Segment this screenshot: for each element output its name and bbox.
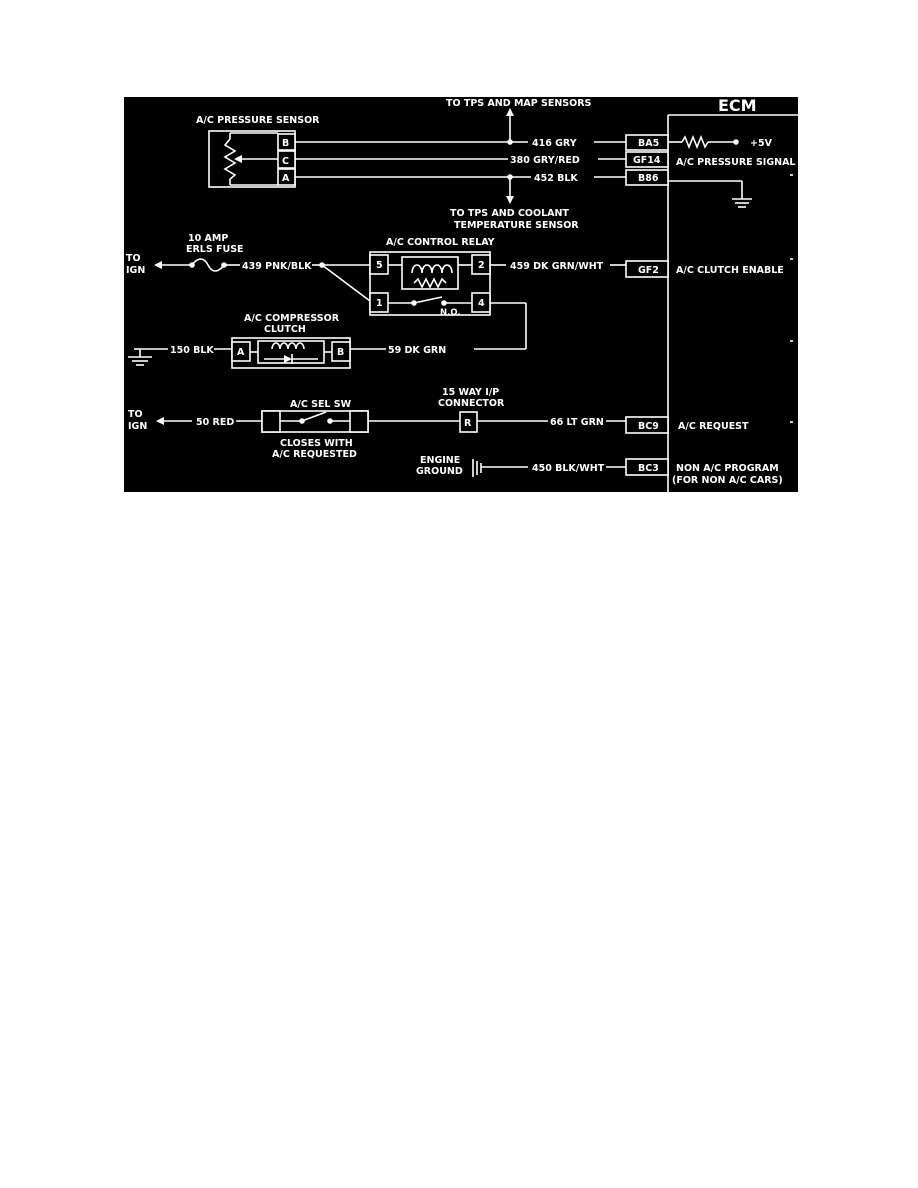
to-ign-1-line2: IGN xyxy=(126,265,145,276)
to-ign-1-line1: TO xyxy=(126,253,141,264)
control-relay: A/C CONTROL RELAY 5 2 1 4 N.O. 459 DK GR… xyxy=(369,237,626,350)
relay-pin-2-label: 2 xyxy=(478,260,485,271)
clutch-coil-icon xyxy=(271,342,305,350)
non-ac-program-line2: (FOR NON A/C CARS) xyxy=(672,475,783,486)
arrow-left-icon xyxy=(154,261,162,269)
clutch-diode-icon xyxy=(284,355,292,363)
to-ign-2-line1: TO xyxy=(128,409,143,420)
ecm-pin-gf2-label: GF2 xyxy=(638,265,659,276)
relay-no-label: N.O. xyxy=(440,308,461,318)
control-relay-label: A/C CONTROL RELAY xyxy=(386,237,495,248)
ac-request-label: A/C REQUEST xyxy=(678,421,749,432)
sel-switch-note-line2: A/C REQUESTED xyxy=(272,449,357,460)
ecm-pin-bc9 xyxy=(625,416,669,434)
pressure-signal-label: A/C PRESSURE SIGNAL xyxy=(676,157,795,168)
relay-pin-4-label: 4 xyxy=(478,298,485,309)
arrow-up-icon xyxy=(506,108,514,116)
to-ign-2-line2: IGN xyxy=(128,421,147,432)
ecm-title: ECM xyxy=(718,97,757,115)
fuse-label-line1: 10 AMP xyxy=(188,233,228,244)
sensor-wires: TO TPS AND MAP SENSORS TO TPS AND COOLAN… xyxy=(295,98,626,231)
wire-50-label: 50 RED xyxy=(196,417,234,428)
ecm-pins: BA5 GF14 B86 GF2 BC9 BC3 xyxy=(625,134,669,476)
relay-switch-contact xyxy=(413,296,443,304)
ecm-pin-gf14 xyxy=(625,151,669,168)
engine-ground-circuit: ENGINE GROUND 450 BLK/WHT xyxy=(416,455,626,477)
arrow-left-icon xyxy=(156,417,164,425)
engine-ground-line2: GROUND xyxy=(416,466,463,477)
ecm-internal: +5V A/C PRESSURE SIGNAL A/C CLUTCH ENABL… xyxy=(668,134,795,486)
fuse-label-line2: ERLS FUSE xyxy=(186,244,244,255)
clutch-pin-b-label: B xyxy=(337,347,344,358)
ecm-pin-b86 xyxy=(625,169,669,186)
arrow-down-icon xyxy=(506,196,514,204)
ecm-pin-gf2 xyxy=(625,260,669,278)
fuse-feed: TO IGN 10 AMP ERLS FUSE 439 PNK/BLK xyxy=(126,233,371,302)
plus-5v-label: +5V xyxy=(750,138,773,149)
ecm-pin-bc3-label: BC3 xyxy=(638,463,659,474)
clutch-label-line1: A/C COMPRESSOR xyxy=(244,313,340,324)
wire-452-label: 452 BLK xyxy=(534,173,578,184)
ip-connector-pin-label: R xyxy=(464,418,472,429)
non-ac-program-line1: NON A/C PROGRAM xyxy=(676,463,779,474)
ecm-pin-b86-label: B86 xyxy=(638,173,659,184)
relay-coil-housing xyxy=(401,256,459,290)
bottom-sensor-note-line2: TEMPERATURE SENSOR xyxy=(454,220,579,231)
wire-459-label: 459 DK GRN/WHT xyxy=(510,261,604,272)
clutch-label-line2: CLUTCH xyxy=(264,324,306,335)
wire-59-label: 59 DK GRN xyxy=(388,345,446,356)
ip-connector-label-line1: 15 WAY I/P xyxy=(442,387,499,398)
pressure-sensor-label: A/C PRESSURE SENSOR xyxy=(196,115,320,126)
pressure-sensor-pin-c-label: C xyxy=(282,156,289,167)
clutch-pin-a-label: A xyxy=(237,347,245,358)
wire-439-label: 439 PNK/BLK xyxy=(242,261,312,272)
relay-resistor-icon xyxy=(413,277,447,289)
top-sensor-note: TO TPS AND MAP SENSORS xyxy=(446,98,592,109)
ac-wiring-diagram: ECM A/C PRESSURE SENSOR B C A TO TPS AND… xyxy=(124,96,798,492)
sel-switch-contact xyxy=(301,411,327,422)
sel-switch-circuit: TO IGN 50 RED A/C SEL SW CLOSES WITH A/C… xyxy=(128,387,626,460)
potentiometer-resistor-icon xyxy=(223,138,237,180)
wire-150-label: 150 BLK xyxy=(170,345,214,356)
ip-connector-label-line2: CONNECTOR xyxy=(438,398,505,409)
pressure-sensor-pin-a-label: A xyxy=(282,173,290,184)
engine-ground-line1: ENGINE xyxy=(420,455,460,466)
wiper-arrow-icon xyxy=(234,155,242,163)
ecm-pin-bc9-label: BC9 xyxy=(638,421,659,432)
pressure-sensor-pin-b-label: B xyxy=(282,138,289,149)
ip-connector-pin-r xyxy=(459,411,478,433)
ecm-pin-gf14-label: GF14 xyxy=(633,155,661,166)
wiring-diagram-canvas: ECM A/C PRESSURE SENSOR B C A TO TPS AND… xyxy=(124,96,798,492)
pullup-resistor-icon xyxy=(681,134,709,150)
wire-450-label: 450 BLK/WHT xyxy=(532,463,605,474)
compressor-clutch: A/C COMPRESSOR CLUTCH 150 BLK A B 59 DK … xyxy=(128,313,446,369)
wire-416-label: 416 GRY xyxy=(532,138,577,149)
sel-switch-label: A/C SEL SW xyxy=(290,399,352,410)
relay-coil-icon xyxy=(411,264,453,274)
relay-pin-1-label: 1 xyxy=(376,298,383,309)
clutch-enable-label: A/C CLUTCH ENABLE xyxy=(676,265,784,276)
bottom-sensor-note-line1: TO TPS AND COOLANT xyxy=(450,208,569,219)
fuse-icon xyxy=(191,258,225,272)
ecm-pin-ba5-label: BA5 xyxy=(638,138,659,149)
wire-380-label: 380 GRY/RED xyxy=(510,155,580,166)
relay-pin-5-label: 5 xyxy=(376,260,383,271)
pressure-sensor: A/C PRESSURE SENSOR B C A xyxy=(196,115,320,188)
wire-66-label: 66 LT GRN xyxy=(550,417,604,428)
sel-switch-note-line1: CLOSES WITH xyxy=(280,438,353,449)
